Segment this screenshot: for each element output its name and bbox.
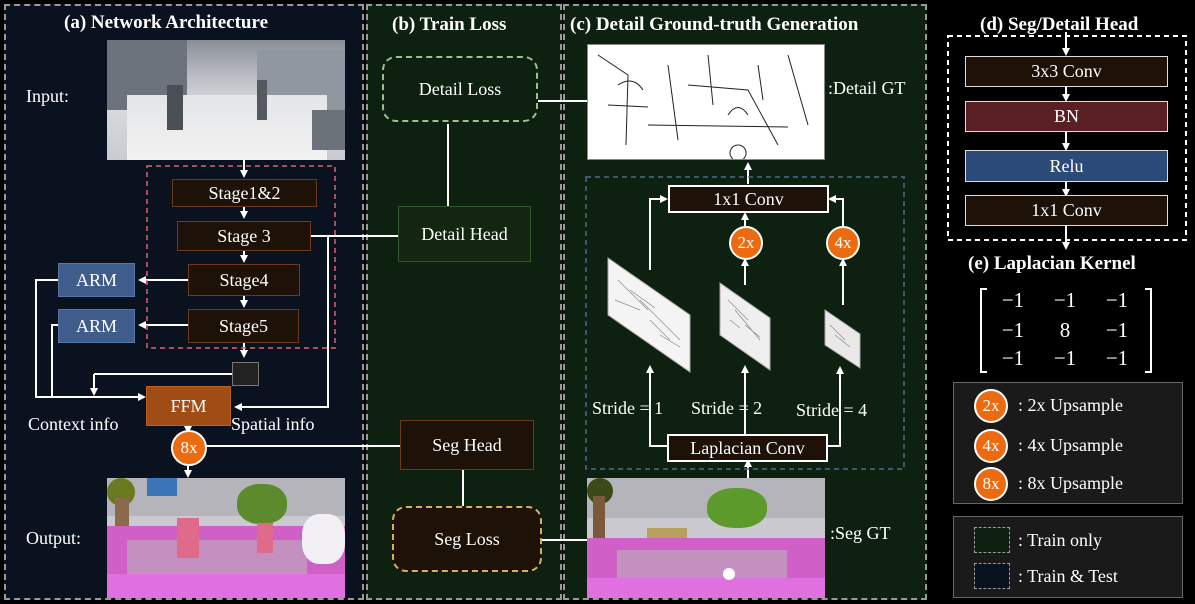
head-conv3x3: 3x3 Conv [965,56,1168,87]
global-pool-block [232,362,259,386]
panel-d-title: (d) Seg/Detail Head [980,14,1139,35]
legend-train-only-swatch [974,527,1010,553]
panel-e-title: (e) Laplacian Kernel [968,253,1136,274]
arm-stage4: ARM [58,263,135,297]
head-relu: Relu [965,150,1168,182]
output-label: Output: [26,528,82,548]
kernel-cell: −1 [1105,318,1129,342]
legend-train-test-swatch [974,563,1010,589]
kernel-cell: −1 [1001,346,1025,370]
seg-loss-box: Seg Loss [392,506,542,572]
ffm-block: FFM [146,386,231,426]
stage-5: Stage5 [188,309,299,343]
kernel-cell: −1 [1105,288,1129,312]
seg-head-box: Seg Head [400,420,534,470]
spatial-info-label: Spatial info [231,414,315,434]
seg-gt-label: :Seg GT [830,523,891,543]
arm-stage5: ARM [58,309,135,343]
kernel-cell: −1 [1105,346,1129,370]
legend-8x-text: : 8x Upsample [1018,473,1123,493]
detail-head-box: Detail Head [398,206,531,262]
upsample-8x-badge: 8x [171,430,207,466]
legend-train-test-text: : Train & Test [1018,566,1118,586]
head-bn: BN [965,101,1168,132]
kernel-cell: −1 [1001,288,1025,312]
stride-1-label: Stride = 1 [592,398,664,418]
detail-loss-box: Detail Loss [382,56,538,122]
context-info-label: Context info [28,414,119,434]
kernel-cell: −1 [1053,288,1077,312]
legend-upsample: 2x : 2x Upsample 4x : 4x Upsample 8x : 8… [953,382,1183,504]
kernel-cell: −1 [1053,346,1077,370]
stage-1-2: Stage1&2 [172,179,317,207]
kernel-cell: −1 [1001,318,1025,342]
laplacian-conv-box: Laplacian Conv [667,434,828,462]
panel-a-title: (a) Network Architecture [64,12,269,33]
panel-c-title: (c) Detail Ground-truth Generation [570,14,859,35]
legend-4x-badge: 4x [974,429,1008,463]
panel-b-title: (b) Train Loss [392,14,507,35]
upsample-2x-badge: 2x [729,226,763,260]
stride-2-label: Stride = 2 [691,398,763,418]
stage-3: Stage 3 [177,221,311,251]
stage-4: Stage4 [188,264,300,296]
legend-2x-text: : 2x Upsample [1018,395,1123,415]
stride-4-label: Stride = 4 [796,400,868,420]
input-label: Input: [26,86,69,106]
legend-4x-text: : 4x Upsample [1018,435,1123,455]
conv1x1-box: 1x1 Conv [668,185,829,213]
head-conv1x1: 1x1 Conv [965,195,1168,226]
detail-gt-label: :Detail GT [828,78,906,98]
input-image [107,40,345,160]
output-image [107,478,345,598]
legend-train-only-text: : Train only [1018,530,1103,550]
legend-2x-badge: 2x [974,389,1008,423]
seg-gt-image [587,478,825,598]
legend-train-phase: : Train only : Train & Test [953,516,1183,598]
upsample-4x-badge: 4x [826,226,860,260]
laplacian-kernel-matrix: −1 −1 −1 −1 8 −1 −1 −1 −1 [988,288,1144,374]
detail-gt-image [587,44,825,160]
legend-8x-badge: 8x [974,467,1008,501]
kernel-cell: 8 [1059,318,1071,342]
